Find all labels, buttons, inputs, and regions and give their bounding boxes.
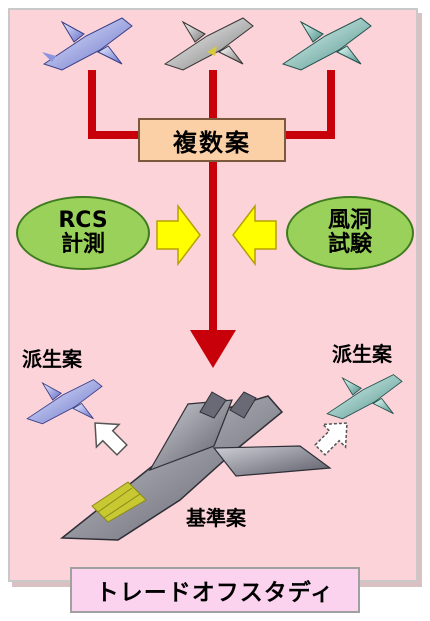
rcs-ellipse-line2: 計測 xyxy=(60,232,105,257)
right-variant-label: 派生案 xyxy=(332,342,392,366)
fighter-jet-icon-teal xyxy=(281,17,372,71)
fighter-jet-icon-blue xyxy=(42,17,133,71)
yellow-arrow-left xyxy=(232,203,277,267)
fighter-jet-icon-teal-variant xyxy=(326,374,403,420)
wind-tunnel-ellipse: 風洞 試験 xyxy=(286,196,414,270)
down-arrow-head xyxy=(190,330,236,368)
base-plan-label: 基準案 xyxy=(186,506,246,530)
fighter-jet-base-icon xyxy=(59,391,332,541)
base-jet-cockpit-pattern xyxy=(91,481,147,523)
wind-tunnel-line1: 風洞 xyxy=(327,207,372,233)
rcs-measurement-ellipse: RCS 計測 xyxy=(16,196,150,270)
red-connector-lines xyxy=(88,70,335,330)
trade-off-study-title: トレードオフスタディ xyxy=(70,567,360,613)
white-arrow-left xyxy=(94,422,128,456)
fighter-jet-icon-blue-variant xyxy=(26,379,103,425)
fighter-jet-icon-gray xyxy=(163,17,254,71)
rcs-ellipse-line1: RCS xyxy=(58,207,108,233)
left-variant-label: 派生案 xyxy=(22,347,82,371)
top-box-multiple-plans: 複数案 xyxy=(138,118,286,162)
white-arrow-right xyxy=(314,422,348,456)
wind-tunnel-line2: 試験 xyxy=(327,232,372,257)
yellow-arrow-right xyxy=(156,203,201,267)
